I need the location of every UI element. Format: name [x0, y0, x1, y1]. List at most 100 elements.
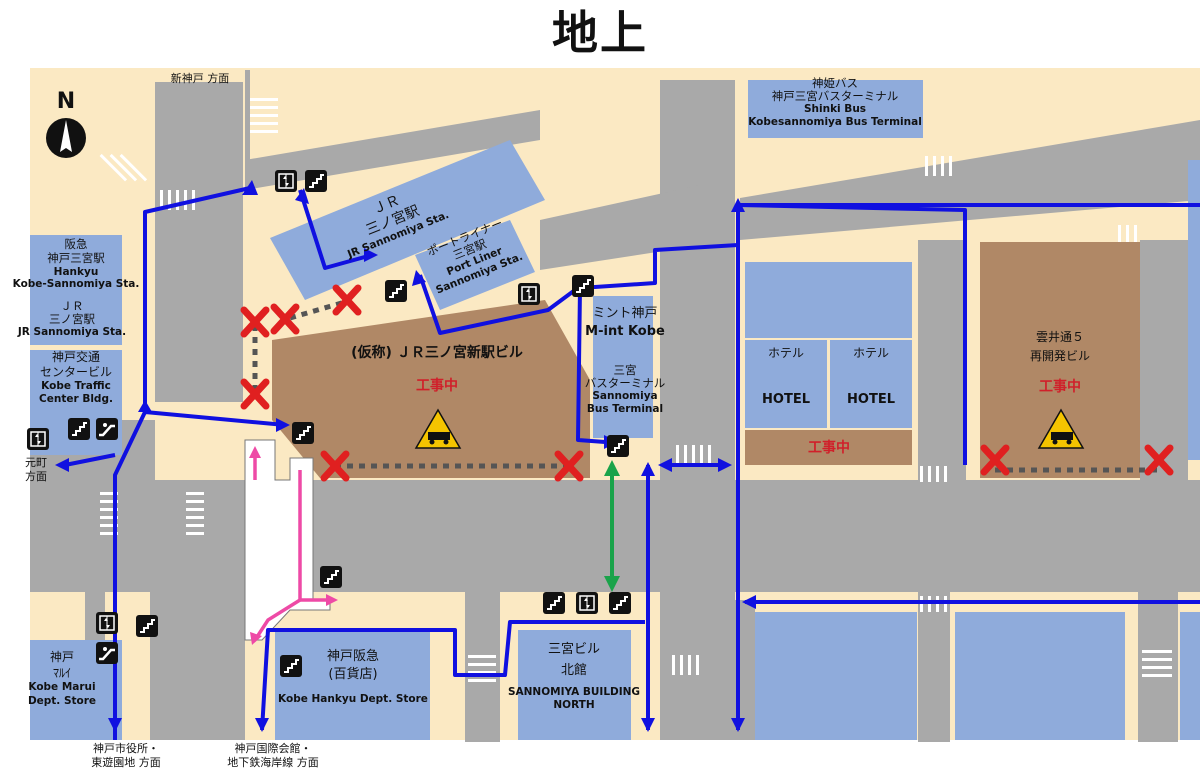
label-new-station-bldg: (仮称) ＪＲ三ノ宮新駅ビル [351, 345, 523, 361]
status-kumoi: 工事中 [1039, 379, 1081, 395]
stairs-icon [68, 418, 90, 440]
shinki-bus-building [748, 80, 923, 138]
label-text: M-int Kobe [585, 323, 665, 339]
stairs-icon [385, 280, 407, 302]
label-text: 三宮ビル [547, 642, 600, 657]
stairs-icon [543, 592, 565, 614]
stairs-icon [305, 170, 327, 192]
label-hotel-en-2: HOTEL [847, 392, 895, 407]
status-hotel: 工事中 [808, 440, 850, 456]
stairs-icon [320, 566, 342, 588]
x-mark [554, 450, 584, 482]
label-text: Dept. Store [27, 694, 97, 707]
closed-x-marks [240, 284, 1174, 482]
label-text: ミント神戸 [592, 306, 658, 321]
x-mark [1144, 444, 1174, 476]
label-text: SANNOMIYA BUILDING [507, 685, 641, 698]
compass-label: N [56, 89, 76, 114]
label-text: 北館 [560, 662, 587, 678]
label-hankyu-dept: 神戸阪急 (百貨店) Kobe Hankyu Dept. Store [278, 648, 428, 707]
direction-kokusai: 神戸国際会館・ 地下鉄海岸線 方面 [227, 742, 319, 770]
label-text: 神戸三宮バスターミナル [771, 89, 899, 104]
jr-station-building [270, 140, 545, 300]
x-mark [320, 450, 350, 482]
stairs-icon [607, 435, 629, 457]
label-text: Bus Terminal [586, 402, 664, 415]
elevator-icon [275, 170, 297, 192]
closed-passages [252, 299, 1158, 473]
label-kumoi: 雲井通５ 再開発ビル [1030, 328, 1090, 366]
x-mark [240, 306, 270, 338]
label-text: 阪急 [64, 237, 88, 251]
label-sannomiya-bldg: 三宮ビル 北館 SANNOMIYA BUILDING NORTH [508, 640, 640, 713]
label-text: 三ノ宮駅 [49, 312, 95, 327]
label-text: 神戸 [49, 650, 74, 664]
direction-text: 地下鉄海岸線 方面 [227, 755, 319, 769]
hotel-construction [745, 430, 912, 465]
stairs-icon [280, 655, 302, 677]
crosswalks [99, 98, 1172, 682]
label-hotel-ja-2: ホテル [852, 346, 890, 360]
compass-icon [46, 118, 86, 158]
label-text: NORTH [553, 699, 595, 712]
elevator-icon [518, 283, 540, 305]
pink-arrowheads [249, 446, 338, 645]
label-kotsu-center: 神戸交通 センタービル Kobe Traffic Center Bldg. [39, 350, 113, 406]
label-jr-west: ＪＲ 三ノ宮駅 JR Sannomiya Sta. [17, 299, 127, 339]
direction-text: 方面 [25, 469, 47, 483]
construction-warning-icon [414, 408, 462, 449]
label-text: JR Sannomiya Sta. [17, 326, 127, 339]
label-text: Kobe Traffic [41, 380, 111, 392]
construction-warning-icon [1037, 408, 1085, 449]
x-mark [980, 444, 1010, 476]
label-text: Kobe Hankyu Dept. Store [278, 693, 428, 706]
label-hotel-ja-1: ホテル [767, 346, 805, 360]
hankyu-station-building [30, 235, 122, 345]
label-text: 神戸阪急 [326, 649, 380, 664]
elevator-icon [96, 612, 118, 634]
construction-areas [272, 242, 1140, 478]
label-text: 神姫バス [811, 76, 858, 90]
label-hotel-en-1: HOTEL [762, 392, 810, 407]
label-text: Hankyu [53, 265, 99, 278]
hotel-building-1 [745, 262, 912, 338]
direction-shinkobe: 新神戸 方面 [170, 72, 230, 85]
stairs-icon [136, 615, 158, 637]
elevator-icon [27, 428, 49, 450]
x-mark [270, 303, 300, 335]
label-text: Kobe Marui [28, 681, 96, 694]
label-text: Sannomiya [592, 390, 658, 403]
page-title: 地上 [552, 6, 648, 60]
mint-building [593, 296, 653, 438]
direction-text: 神戸国際会館・ [234, 742, 312, 755]
label-text: Kobe-Sannomiya Sta. [12, 278, 140, 291]
elevator-icon [576, 592, 598, 614]
escalator-icon [96, 418, 118, 440]
new-station-construction [272, 300, 590, 478]
label-shinki-bus: 神姫バス 神戸三宮バスターミナル Shinki Bus Kobesannomiy… [748, 76, 922, 128]
label-text: Center Bldg. [39, 393, 113, 406]
blue-routes [64, 186, 1200, 740]
label-bus-terminal: 三宮 バスターミナル Sannomiya Bus Terminal [584, 363, 666, 415]
hotel-building-3 [830, 340, 912, 428]
hotel-building-2 [745, 340, 827, 428]
label-text: 雲井通５ [1035, 330, 1085, 344]
direction-text: 東遊園地 方面 [91, 755, 161, 769]
stairs-icon [292, 422, 314, 444]
stairs-icon [609, 592, 631, 614]
label-text: バスターミナル [584, 376, 666, 391]
x-mark [240, 378, 270, 410]
direction-motomachi: 元町 方面 [25, 456, 47, 484]
direction-text: 神戸市役所・ [93, 742, 159, 755]
escalator-icon [96, 642, 118, 664]
label-text: 再開発ビル [1029, 349, 1091, 364]
status-new-station: 工事中 [416, 378, 458, 394]
sannomiya-building-north [518, 630, 631, 740]
hankyu-dept-building [275, 632, 430, 740]
label-text: 神戸三宮駅 [47, 250, 105, 265]
label-text: ＪＲ [60, 299, 84, 313]
direction-city-hall: 神戸市役所・ 東遊園地 方面 [91, 742, 161, 770]
label-marui: 神戸 ﾏﾙｲ Kobe Marui Dept. Store [28, 650, 96, 708]
